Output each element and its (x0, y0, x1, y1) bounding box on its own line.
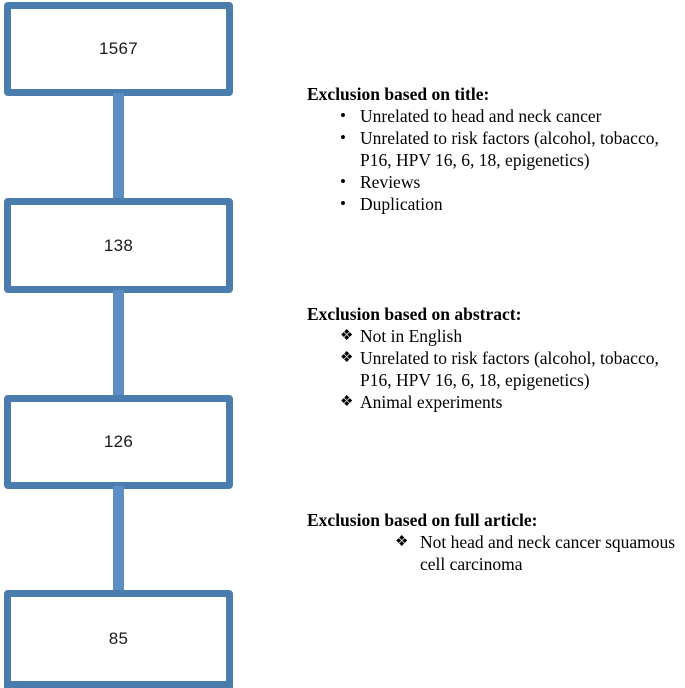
exclusion-reason-list: • Unrelated to head and neck cancer • Un… (307, 105, 685, 215)
exclusion-reason-text: Not head and neck cancer squamous cell c… (420, 532, 676, 574)
exclusion-reason-text: Duplication (360, 194, 443, 214)
exclusion-reason-item: • Unrelated to head and neck cancer (307, 105, 685, 127)
bullet-round-icon: • (340, 172, 346, 191)
bullet-floret-icon: ❖ (340, 394, 354, 410)
exclusion-reason-text: Unrelated to risk factors (alcohol, toba… (360, 128, 659, 170)
bullet-round-icon: • (340, 106, 346, 125)
exclusion-reason-item: • Reviews (307, 171, 685, 193)
exclusion-reason-item: ❖ Animal experiments (307, 391, 685, 413)
exclusion-reason-item: ❖ Unrelated to risk factors (alcohol, to… (307, 347, 685, 391)
connector-box1-box2 (113, 93, 124, 201)
exclusion-reason-text: Reviews (360, 172, 421, 192)
flow-box-records-identified: 1567 (4, 2, 233, 96)
flow-box-after-abstract-screening: 126 (4, 395, 233, 489)
exclusion-heading: Exclusion based on full article: (307, 510, 538, 530)
bullet-round-icon: • (340, 128, 346, 147)
flow-box-count: 85 (108, 629, 129, 648)
flow-box-after-title-screening: 138 (4, 198, 233, 293)
exclusion-heading: Exclusion based on abstract: (307, 304, 522, 324)
connector-box2-box3 (113, 290, 124, 398)
connector-box3-box4 (113, 486, 124, 593)
exclusion-reason-list: ❖ Not in English ❖ Unrelated to risk fac… (307, 325, 685, 413)
flow-box-count: 1567 (98, 39, 139, 58)
exclusion-reason-text: Unrelated to risk factors (alcohol, toba… (360, 348, 659, 390)
exclusion-reason-text: Animal experiments (360, 392, 503, 412)
exclusion-reason-item: ❖ Not head and neck cancer squamous cell… (307, 531, 685, 575)
exclusion-block-abstract: Exclusion based on abstract: ❖ Not in En… (307, 304, 685, 413)
bullet-floret-icon: ❖ (395, 534, 409, 550)
exclusion-reason-item: ❖ Not in English (307, 325, 685, 347)
flow-box-count: 126 (103, 432, 134, 451)
bullet-floret-icon: ❖ (340, 350, 354, 366)
exclusion-reason-text: Not in English (360, 326, 463, 346)
exclusion-reason-item: • Unrelated to risk factors (alcohol, to… (307, 127, 685, 171)
flow-box-included-studies: 85 (4, 590, 233, 688)
bullet-floret-icon: ❖ (340, 328, 354, 344)
flow-box-count: 138 (103, 235, 134, 255)
exclusion-reason-text: Unrelated to head and neck cancer (360, 106, 602, 126)
exclusion-reason-item: • Duplication (307, 193, 685, 215)
exclusion-block-title: Exclusion based on title: • Unrelated to… (307, 84, 685, 215)
exclusion-heading: Exclusion based on title: (307, 84, 490, 104)
exclusion-block-full-article: Exclusion based on full article: ❖ Not h… (307, 510, 685, 575)
exclusion-reason-list: ❖ Not head and neck cancer squamous cell… (307, 531, 685, 575)
bullet-round-icon: • (340, 194, 346, 213)
